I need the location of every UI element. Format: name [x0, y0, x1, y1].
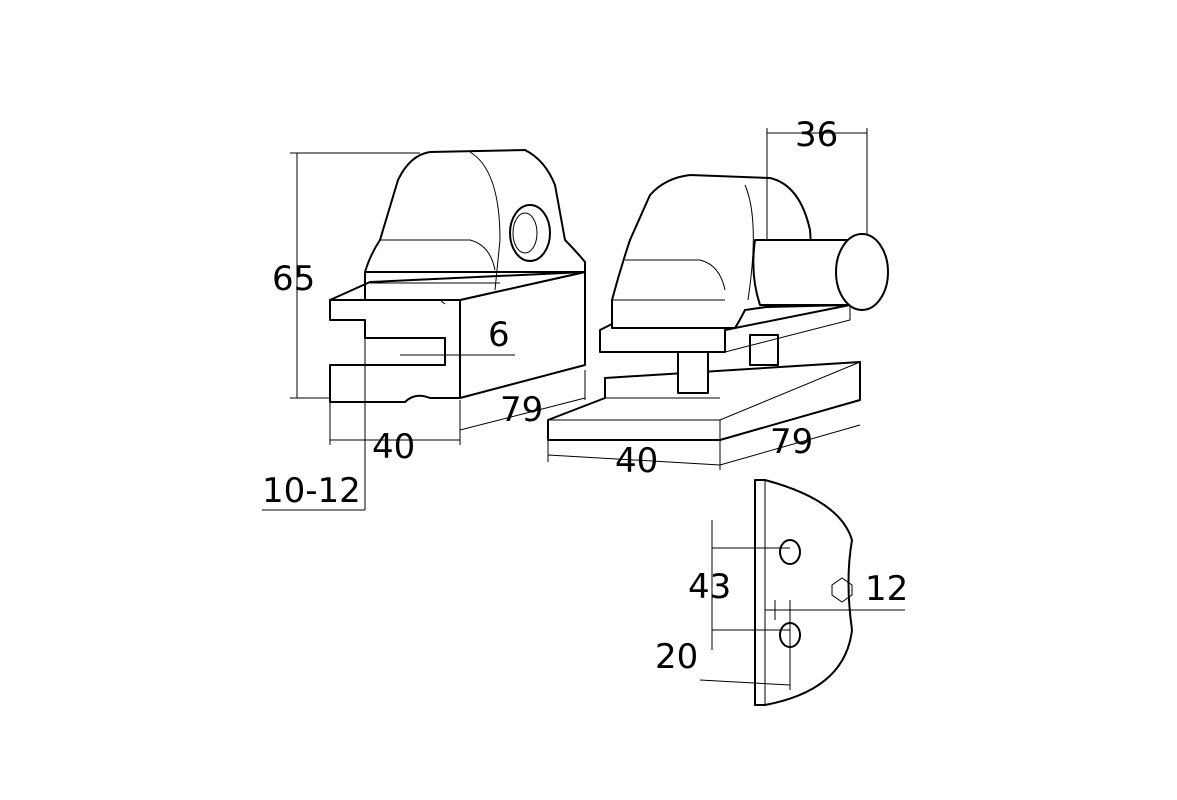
right-hinge-detail — [612, 184, 754, 301]
glass-hole-top — [779, 539, 801, 565]
dim-hole-spacing-43: 43 — [688, 567, 732, 607]
dimension-lines — [262, 128, 905, 690]
left-hinge-hole-inner — [512, 212, 538, 254]
dim-depth-79-right: 79 — [770, 422, 814, 462]
left-clamp — [329, 149, 586, 403]
left-hinge-hole — [509, 204, 551, 262]
glass-panel — [754, 479, 853, 706]
dim-gap-6: 6 — [488, 315, 510, 355]
dim-pin-36: 36 — [795, 115, 839, 155]
dim-glass-thickness: 10-12 — [262, 471, 361, 511]
right-hinge — [547, 174, 889, 441]
dim-width-40-left: 40 — [372, 427, 416, 467]
right-mount-plate-side — [724, 305, 851, 353]
dim-height-65: 65 — [272, 259, 316, 299]
dim-edge-12: 12 — [865, 569, 909, 609]
right-hinge-pin-head — [835, 233, 889, 311]
glass-hole-side — [831, 577, 853, 603]
dim-depth-79-left: 79 — [500, 390, 544, 430]
left-hinge-body — [364, 149, 586, 301]
dim-hole-offset-20: 20 — [655, 637, 699, 677]
right-base-plate-edges — [548, 361, 861, 440]
dim-width-40-right: 40 — [615, 441, 659, 481]
left-clamp-front-face — [329, 299, 461, 403]
glass-panel-outline — [754, 479, 853, 706]
right-hinge-pin — [752, 239, 861, 306]
left-hinge-detail — [370, 151, 501, 305]
right-pin-right — [749, 334, 779, 366]
